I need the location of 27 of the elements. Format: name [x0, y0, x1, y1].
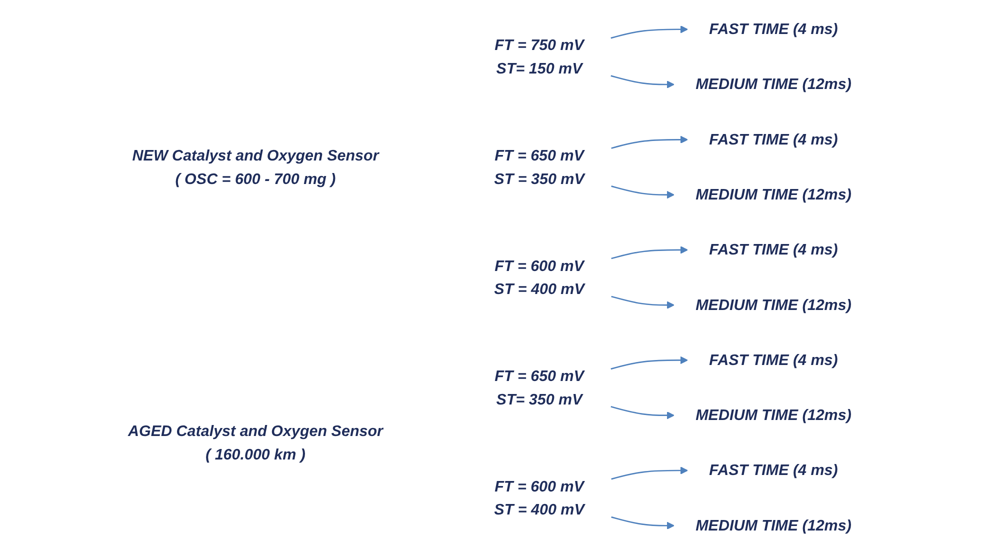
node-text: FT = 650 mV ST= 350 mV: [494, 368, 584, 408]
node-text: MEDIUM TIME (12ms): [695, 406, 852, 424]
node-text: FAST TIME (4 ms): [708, 241, 838, 258]
arrow: [610, 136, 688, 149]
arrow: [610, 356, 688, 370]
node-text: FT = 650 mV ST = 350 mV: [494, 147, 584, 187]
arrow: [610, 75, 674, 88]
node-text: FT = 750 mV ST= 150 mV: [494, 36, 584, 77]
node-text: FAST TIME (4 ms): [708, 20, 838, 38]
arrow: [610, 296, 674, 310]
node-text: MEDIUM TIME (12ms): [695, 516, 852, 534]
node-text: NEW Catalyst and Oxygen Sensor ( OSC = 600 - 700 mg ): [132, 147, 378, 187]
arrow: [610, 406, 674, 420]
arrow: [610, 25, 688, 39]
node-text: MEDIUM TIME (12ms): [695, 296, 852, 314]
node-text: FAST TIME (4 ms): [708, 462, 838, 479]
node-text: MEDIUM TIME (12ms): [695, 186, 852, 204]
arrow: [610, 516, 674, 530]
node-text: FT = 600 mV ST = 400 mV: [494, 257, 584, 298]
node-text: FAST TIME (4 ms): [708, 130, 838, 148]
node-text: AGED Catalyst and Oxygen Sensor ( 160.000 km ): [128, 422, 383, 463]
node-text: FT = 600 mV ST = 400 mV: [494, 478, 584, 518]
node-text: MEDIUM TIME (12ms): [695, 76, 852, 93]
arrow: [610, 186, 674, 199]
arrow: [610, 246, 688, 260]
node-text: FAST TIME (4 ms): [708, 351, 838, 369]
arrow: [610, 466, 688, 480]
